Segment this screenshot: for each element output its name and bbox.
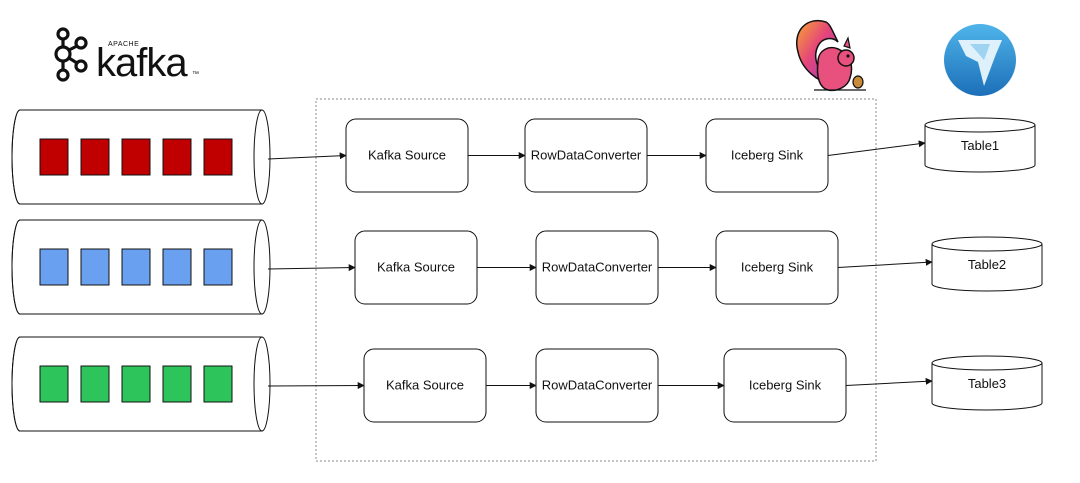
topic-message bbox=[121, 138, 151, 176]
topic-message bbox=[80, 365, 110, 403]
topic-message bbox=[203, 248, 233, 286]
flow-arrow bbox=[827, 140, 926, 156]
kafka-topic bbox=[11, 109, 271, 205]
operator-label: Kafka Source bbox=[386, 378, 464, 393]
iceberg-sink-node: Iceberg Sink bbox=[715, 230, 839, 305]
kafka-logo-line2: kafka bbox=[96, 41, 188, 85]
kafka-topic-edge bbox=[253, 109, 263, 205]
row-data-converter-node: RowDataConverter bbox=[524, 118, 648, 193]
kafka-logo-tm: ™ bbox=[192, 71, 200, 78]
topic-message bbox=[203, 138, 233, 176]
table-label: Table1 bbox=[961, 138, 999, 153]
table-label: Table3 bbox=[968, 376, 1006, 391]
topic-message bbox=[162, 365, 192, 403]
kafka-topic-edge bbox=[253, 336, 263, 432]
table-body bbox=[931, 244, 1043, 292]
iceberg-sink-node: Iceberg Sink bbox=[705, 118, 829, 193]
operator-label: RowDataConverter bbox=[542, 260, 653, 275]
flink-squirrel-icon bbox=[795, 19, 866, 92]
kafka-topic-left-cap bbox=[11, 109, 21, 205]
flow-arrow bbox=[267, 264, 356, 272]
topic-message bbox=[203, 365, 233, 403]
flow-arrow bbox=[267, 382, 365, 390]
operator-label: Iceberg Sink bbox=[741, 260, 814, 275]
iceberg-table: Table3 bbox=[931, 355, 1043, 411]
flink-job-frame bbox=[315, 98, 877, 462]
table-body bbox=[924, 125, 1036, 173]
iceberg-table: Table2 bbox=[931, 236, 1043, 292]
flow-arrow bbox=[267, 152, 347, 160]
kafka-topic bbox=[11, 336, 271, 432]
table-top bbox=[931, 355, 1043, 371]
iceberg-icon bbox=[944, 24, 1016, 96]
table-top bbox=[924, 117, 1036, 133]
kafka-source-node: Kafka Source bbox=[354, 230, 478, 305]
operator-label: RowDataConverter bbox=[531, 148, 642, 163]
operator-label: Iceberg Sink bbox=[749, 378, 822, 393]
table-body bbox=[931, 363, 1043, 411]
kafka-source-node: Kafka Source bbox=[345, 118, 469, 193]
topic-message bbox=[162, 138, 192, 176]
topic-message bbox=[121, 248, 151, 286]
kafka-logo: APACHE kafka ™ bbox=[54, 27, 200, 85]
topic-message bbox=[39, 365, 69, 403]
pipeline-row: Kafka Source RowDataConverter Iceberg Sink… bbox=[11, 336, 1043, 432]
pipeline-row: Kafka Source RowDataConverter Iceberg Sink… bbox=[11, 219, 1043, 315]
operator-label: Kafka Source bbox=[377, 260, 455, 275]
kafka-icon bbox=[54, 27, 88, 82]
table-label: Table2 bbox=[968, 257, 1006, 272]
flow-arrow bbox=[837, 258, 933, 268]
topic-message bbox=[80, 248, 110, 286]
iceberg-sink-node: Iceberg Sink bbox=[723, 348, 847, 423]
kafka-topic-edge bbox=[253, 219, 263, 315]
operator-label: Kafka Source bbox=[368, 148, 446, 163]
kafka-topic bbox=[11, 219, 271, 315]
kafka-topic-left-cap bbox=[11, 336, 21, 432]
topic-message bbox=[80, 138, 110, 176]
topic-message bbox=[39, 138, 69, 176]
operator-label: RowDataConverter bbox=[542, 378, 653, 393]
row-data-converter-node: RowDataConverter bbox=[535, 348, 659, 423]
flow-arrow bbox=[845, 377, 933, 386]
table-top bbox=[931, 236, 1043, 252]
topic-message bbox=[39, 248, 69, 286]
operator-label: Iceberg Sink bbox=[731, 148, 804, 163]
kafka-source-node: Kafka Source bbox=[363, 348, 487, 423]
kafka-logo-line1: APACHE bbox=[108, 41, 139, 48]
row-data-converter-node: RowDataConverter bbox=[535, 230, 659, 305]
topic-message bbox=[162, 248, 192, 286]
kafka-topic-left-cap bbox=[11, 219, 21, 315]
topic-message bbox=[121, 365, 151, 403]
pipeline-row: Kafka Source RowDataConverter Iceberg Sink… bbox=[11, 109, 1036, 205]
iceberg-table: Table1 bbox=[924, 117, 1036, 173]
